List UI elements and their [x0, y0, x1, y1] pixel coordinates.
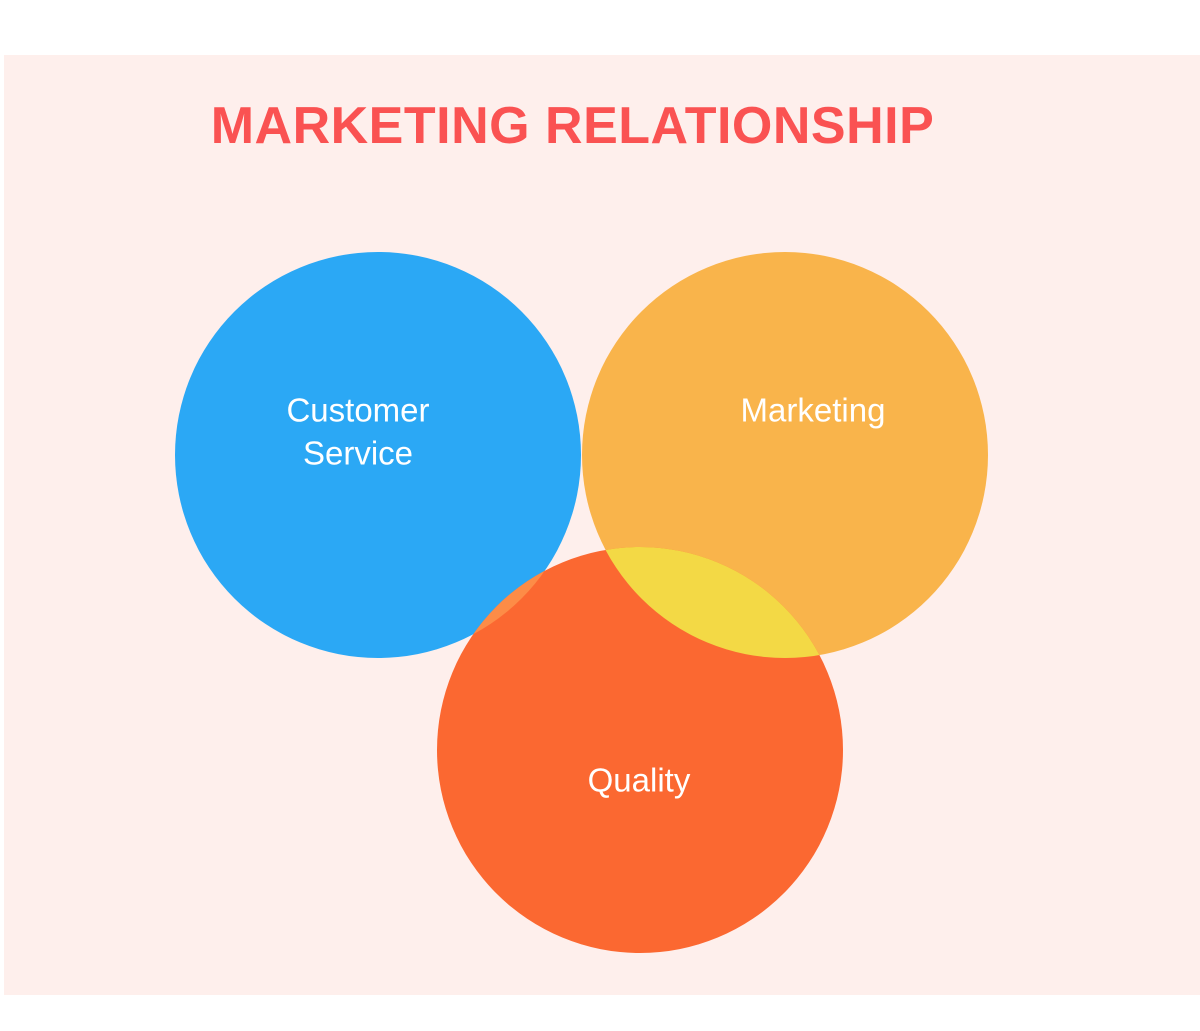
page-title: MARKETING RELATIONSHIP: [210, 97, 935, 155]
venn-label-customer-service-line2: Service: [303, 435, 413, 472]
venn-overlap-marketing-quality[interactable]: [437, 547, 843, 953]
venn-circle-customer-service[interactable]: [175, 252, 581, 658]
venn-label-marketing: Marketing: [741, 392, 886, 429]
venn-label-quality: Quality: [588, 762, 691, 799]
venn-label-customer-service: Customer: [286, 392, 429, 429]
